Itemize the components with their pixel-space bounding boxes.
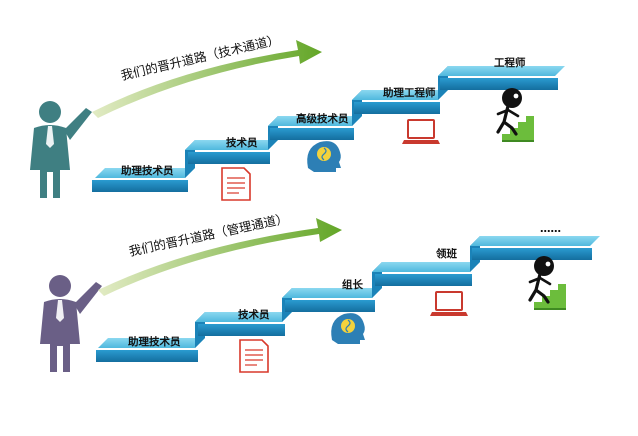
laptop-icon — [429, 291, 469, 317]
staircase — [96, 236, 600, 362]
step-label: 技术员 — [226, 136, 258, 149]
step-label: 助理工程师 — [383, 86, 436, 99]
person-icon — [40, 275, 102, 372]
climbing-figure-icon — [496, 86, 536, 144]
lightbulb-head-icon — [330, 312, 366, 345]
document-icon — [239, 339, 269, 373]
technical-path: 我们的晋升道路（技术通道） 助理技术员 技术员 高级技术员 助理工程师 工程师 — [30, 32, 565, 201]
document-icon — [221, 167, 251, 201]
step-label: 助理技术员 — [121, 164, 174, 177]
climbing-figure-icon — [528, 254, 568, 312]
growth-arrow — [98, 218, 342, 296]
laptop-icon — [401, 119, 441, 145]
growth-arrow — [92, 40, 322, 118]
step-label: 高级技术员 — [296, 112, 349, 125]
step-label: 组长 — [342, 278, 363, 291]
step-label: 助理技术员 — [128, 335, 181, 348]
person-icon — [30, 101, 92, 198]
step-label: 领班 — [436, 247, 457, 260]
management-path: 我们的晋升道路（管理通道） 助理技术员 技术员 组长 领班 …… — [40, 210, 600, 373]
lightbulb-head-icon — [306, 140, 342, 173]
step-label: 技术员 — [238, 308, 270, 321]
step-label: 工程师 — [494, 56, 526, 69]
step-label: …… — [540, 223, 561, 235]
staircase — [92, 66, 565, 192]
